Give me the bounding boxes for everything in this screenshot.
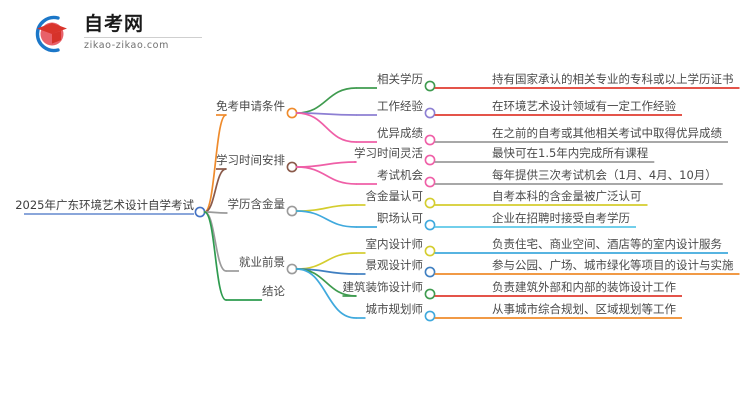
graduation-cap-icon (28, 12, 74, 56)
mindmap-branch-2[interactable]: 学习时间安排 (216, 153, 285, 167)
mindmap-subbranch-3-2[interactable]: 职场认可 (377, 211, 423, 225)
mindmap-branch-3[interactable]: 学历含金量 (227, 197, 286, 211)
mindmap-detail-3-1[interactable]: 自考本科的含金量被广泛认可 (492, 189, 642, 203)
mindmap-subbranch-4-1[interactable]: 室内设计师 (365, 237, 424, 251)
mindmap-detail-1-3[interactable]: 在之前的自考或其他相关考试中取得优异成绩 (492, 126, 722, 140)
mindmap-subbranch-4-4[interactable]: 城市规划师 (365, 302, 424, 316)
mindmap-branch-1[interactable]: 免考申请条件 (216, 99, 285, 113)
mindmap-subbranch-2-1[interactable]: 学习时间灵活 (354, 146, 423, 160)
mindmap-subbranch-4-3[interactable]: 建筑装饰设计师 (342, 280, 424, 294)
logo-text: 自考网 zikao-zikao.com (84, 12, 204, 51)
mindmap-subbranch-2-2[interactable]: 考试机会 (377, 168, 423, 182)
mindmap-subbranch-1-1[interactable]: 相关学历 (377, 72, 423, 86)
mindmap-detail-1-2[interactable]: 在环境艺术设计领域有一定工作经验 (492, 99, 676, 113)
site-logo: 自考网 zikao-zikao.com (28, 8, 208, 60)
mindmap-detail-4-2[interactable]: 参与公园、广场、城市绿化等项目的设计与实施 (492, 258, 734, 272)
mindmap-detail-1-1[interactable]: 持有国家承认的相关专业的专科或以上学历证书 (492, 72, 734, 86)
mindmap-subbranch-1-3[interactable]: 优异成绩 (377, 126, 423, 140)
mindmap-detail-4-3[interactable]: 负责建筑外部和内部的装饰设计工作 (492, 280, 676, 294)
mindmap-subbranch-1-2[interactable]: 工作经验 (377, 99, 423, 113)
logo-divider (84, 37, 202, 38)
mindmap-subbranch-3-1[interactable]: 含金量认可 (365, 189, 424, 203)
mindmap-subbranch-4-2[interactable]: 景观设计师 (365, 258, 424, 272)
mindmap-detail-2-1[interactable]: 最快可在1.5年内完成所有课程 (492, 146, 649, 160)
mindmap-detail-4-4[interactable]: 从事城市综合规划、区域规划等工作 (492, 302, 676, 316)
mindmap-branch-5[interactable]: 结论 (262, 284, 285, 298)
mindmap-detail-2-2[interactable]: 每年提供三次考试机会（1月、4月、10月） (492, 168, 717, 182)
mindmap-root-node[interactable]: 2025年广东环境艺术设计自学考试 (15, 198, 194, 212)
logo-title: 自考网 (84, 13, 145, 35)
logo-domain: zikao-zikao.com (84, 40, 169, 51)
mindmap-branch-4[interactable]: 就业前景 (239, 255, 285, 269)
mindmap-detail-3-2[interactable]: 企业在招聘时接受自考学历 (492, 211, 630, 225)
mindmap-detail-4-1[interactable]: 负责住宅、商业空间、酒店等的室内设计服务 (492, 237, 722, 251)
